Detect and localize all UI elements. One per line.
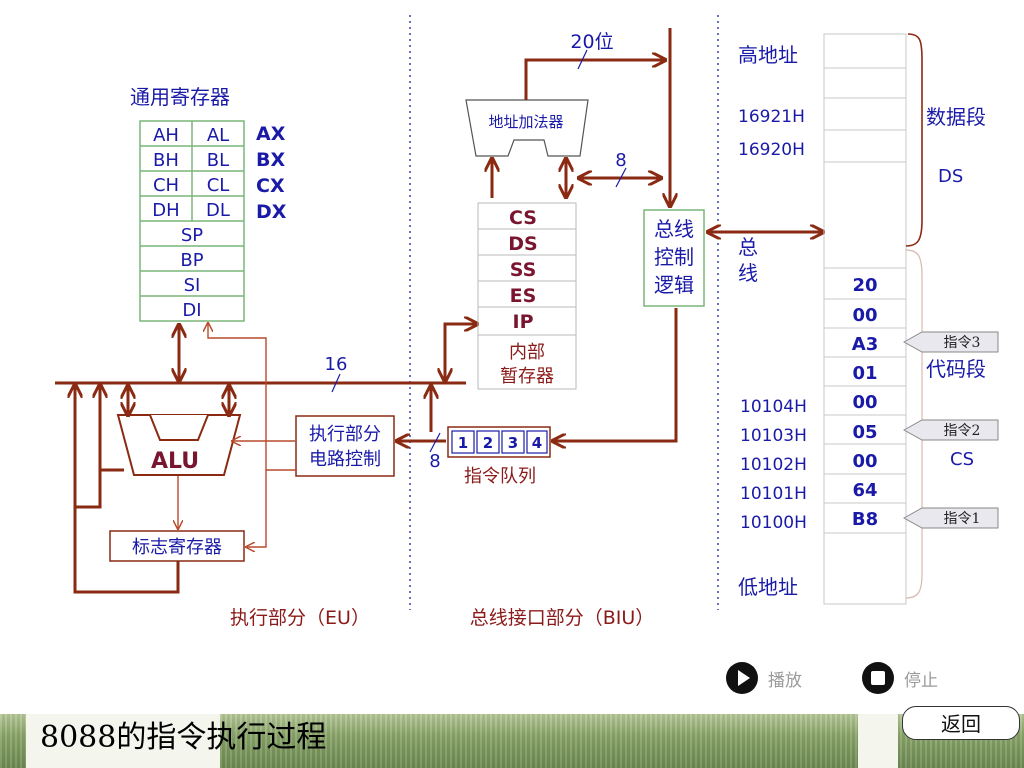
high-address-label: 高地址 xyxy=(738,43,798,67)
bus-ip-arrow xyxy=(445,324,476,380)
bus-width-label: 16 xyxy=(325,354,348,375)
instr1-tag xyxy=(902,507,999,529)
seg-ss: SS xyxy=(510,259,537,281)
mem-cell-addr: 10100H xyxy=(740,513,807,533)
mem-cell-value: 00 xyxy=(852,451,877,472)
addr-16921h: 16921H xyxy=(738,107,805,127)
mem-cell-addr: 10103H xyxy=(740,426,807,446)
mem-bus-line2: 线 xyxy=(738,261,758,285)
instr3-tag xyxy=(902,331,999,353)
mem-bus-line1: 总 xyxy=(738,235,758,259)
stop-label: 停止 xyxy=(904,670,938,691)
busctrl-queue-arrow xyxy=(554,308,678,441)
adder-output-arrow xyxy=(524,60,664,100)
instr3-tag-label: 指令3 xyxy=(944,335,981,351)
queue-cell-1: 1 xyxy=(458,434,468,452)
mem-cell-value: 00 xyxy=(852,392,877,413)
reg-dh: DH xyxy=(152,200,179,221)
queue-cell-4: 4 xyxy=(532,434,542,452)
eu-control-line2: 电路控制 xyxy=(309,449,381,470)
mem-cell-value: 05 xyxy=(852,422,877,443)
reg-cx-name: CX xyxy=(256,175,285,197)
flags-bus-arrow xyxy=(75,386,180,594)
internal-reg-line2: 暂存器 xyxy=(500,366,554,387)
mem-cell-value: A3 xyxy=(852,334,878,355)
eu-section-label: 执行部分（EU） xyxy=(230,607,370,629)
reg-si: SI xyxy=(184,275,201,296)
internal-reg-line1: 内部 xyxy=(509,342,545,363)
adder-width-label: 8 xyxy=(615,150,626,171)
instr2-tag xyxy=(902,419,999,441)
reg-bx-name: BX xyxy=(256,149,285,171)
play-label: 播放 xyxy=(768,670,802,691)
eu-control-line1: 执行部分 xyxy=(309,424,381,445)
segment-registers xyxy=(477,202,577,390)
reg-ip: IP xyxy=(513,311,534,333)
mem-cell-value: 20 xyxy=(852,275,877,296)
mem-cell-value: 00 xyxy=(852,305,877,326)
instruction-queue xyxy=(447,426,551,458)
page-title: 8088的指令执行过程 xyxy=(40,720,327,755)
reg-ch: CH xyxy=(153,175,179,196)
reg-dl: DL xyxy=(206,200,230,221)
code-segment-label: 代码段 xyxy=(926,357,986,381)
address-adder-shape xyxy=(465,99,589,157)
queue-cell-3: 3 xyxy=(508,434,518,452)
flags-register-box xyxy=(109,530,245,562)
cs-label: CS xyxy=(950,449,974,470)
seg-cs: CS xyxy=(509,207,537,229)
mem-cell-addr: 10104H xyxy=(740,397,807,417)
bus-control-line3: 逻辑 xyxy=(654,273,694,297)
queue-label: 指令队列 xyxy=(464,466,536,487)
registers-title: 通用寄存器 xyxy=(130,85,230,109)
ds-label: DS xyxy=(938,166,963,187)
reg-dx-name: DX xyxy=(256,201,287,223)
queue-width-label: 8 xyxy=(429,451,440,472)
footer-bar xyxy=(0,706,1024,768)
stop-icon[interactable] xyxy=(862,662,894,694)
mem-cell-value: 64 xyxy=(852,480,877,501)
reg-bh: BH xyxy=(153,150,179,171)
seg-ds: DS xyxy=(508,233,537,255)
play-button[interactable]: 播放 xyxy=(726,662,802,694)
bus-control-line1: 总线 xyxy=(654,217,694,241)
register-file xyxy=(139,120,245,322)
data-segment-brace xyxy=(905,33,923,247)
mem-cell-value: 01 xyxy=(852,363,877,384)
reg-cl: CL xyxy=(207,175,230,196)
back-button[interactable]: 返回 xyxy=(902,706,1020,740)
biu-section-label: 总线接口部分（BIU） xyxy=(470,607,655,629)
low-address-label: 低地址 xyxy=(738,575,798,599)
reg-ah: AH xyxy=(153,125,179,146)
reg-bp: BP xyxy=(180,250,203,271)
memory-column xyxy=(823,33,907,605)
bus-control-box xyxy=(643,209,705,307)
reg-di: DI xyxy=(182,300,201,321)
bus-control-line2: 控制 xyxy=(654,245,694,269)
stop-button[interactable]: 停止 xyxy=(862,662,938,694)
queue-cell-2: 2 xyxy=(483,434,493,452)
flags-register-label: 标志寄存器 xyxy=(132,537,222,558)
addr-16920h: 16920H xyxy=(738,140,805,160)
reg-al: AL xyxy=(207,125,229,146)
address-adder-label: 地址加法器 xyxy=(488,113,563,131)
reg-sp: SP xyxy=(181,225,203,246)
data-segment-label: 数据段 xyxy=(926,105,986,129)
reg-bl: BL xyxy=(207,150,229,171)
addr-width-label: 20位 xyxy=(570,31,613,53)
mem-cell-addr: 10101H xyxy=(740,484,807,504)
instr1-tag-label: 指令1 xyxy=(944,511,981,527)
mem-cell-addr: 10102H xyxy=(740,455,807,475)
alu-label: ALU xyxy=(151,449,199,474)
eu-control-box xyxy=(295,415,395,477)
instr2-tag-label: 指令2 xyxy=(944,423,981,439)
reg-ax-name: AX xyxy=(256,123,286,145)
play-icon[interactable] xyxy=(726,662,758,694)
seg-es: ES xyxy=(510,285,537,307)
mem-cell-value: B8 xyxy=(852,509,878,530)
